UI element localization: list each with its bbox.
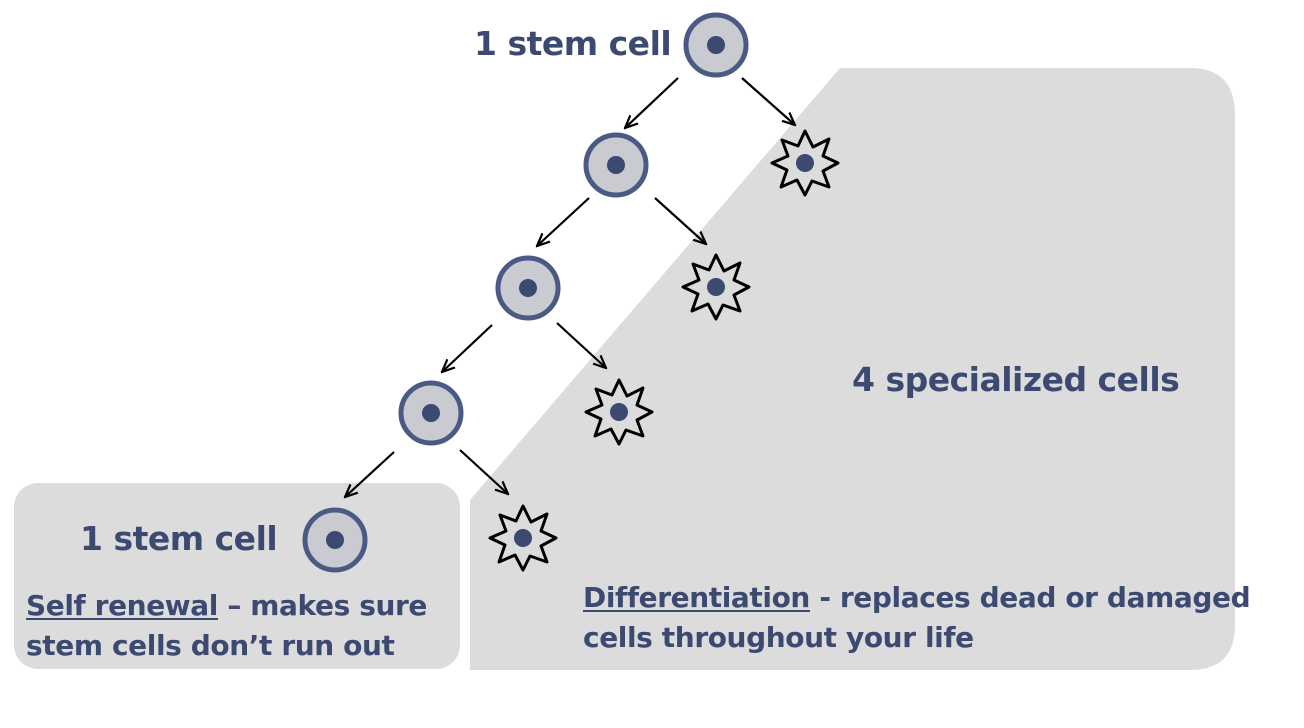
differentiation-panel [470, 68, 1235, 670]
stem-cell-top [683, 12, 749, 78]
specialized-cell-1 [770, 129, 840, 197]
top-stem-cell-label: 1 stem cell [474, 24, 672, 63]
stem-cell-3 [495, 255, 561, 321]
differentiation-line-1: Differentiation - replaces dead or damag… [583, 578, 1251, 618]
self-renewal-rest: – makes sure [217, 589, 428, 622]
self-renewal-line-2: stem cells don’t run out [26, 629, 395, 662]
specialized-cells-label: 4 specialized cells [852, 360, 1180, 399]
specialized-cell-2 [681, 253, 751, 321]
arrow-stem-1-to-stem-2 [625, 77, 679, 128]
specialized-cell-3 [584, 378, 654, 446]
stem-cell-2 [583, 132, 649, 198]
self-renewal-line-1: Self renewal – makes sure [26, 586, 427, 626]
division-arrows [345, 77, 795, 497]
arrow-stem-2-to-stem-3 [537, 197, 590, 246]
stem-cell-bottom [302, 507, 368, 573]
differentiation-rest: - replaces dead or damaged [809, 581, 1251, 614]
bottom-stem-cell-label: 1 stem cell [80, 519, 278, 558]
self-renewal-description: Self renewal – makes sure stem cells don… [26, 586, 427, 666]
stem-cell-4 [398, 380, 464, 446]
differentiation-line-2: cells throughout your life [583, 621, 974, 654]
arrow-stem-4-to-specialized-4 [459, 449, 508, 494]
specialized-cell-4 [488, 504, 558, 572]
arrow-stem-3-to-specialized-3 [556, 322, 606, 368]
arrow-stem-1-to-specialized-1 [741, 77, 795, 125]
differentiation-description: Differentiation - replaces dead or damag… [583, 578, 1251, 658]
arrow-stem-3-to-stem-4 [442, 324, 493, 372]
arrow-stem-2-to-specialized-2 [654, 197, 706, 244]
differentiation-term: Differentiation [583, 581, 810, 614]
arrow-stem-4-to-stem-5 [345, 451, 395, 497]
self-renewal-term: Self renewal [26, 589, 218, 622]
